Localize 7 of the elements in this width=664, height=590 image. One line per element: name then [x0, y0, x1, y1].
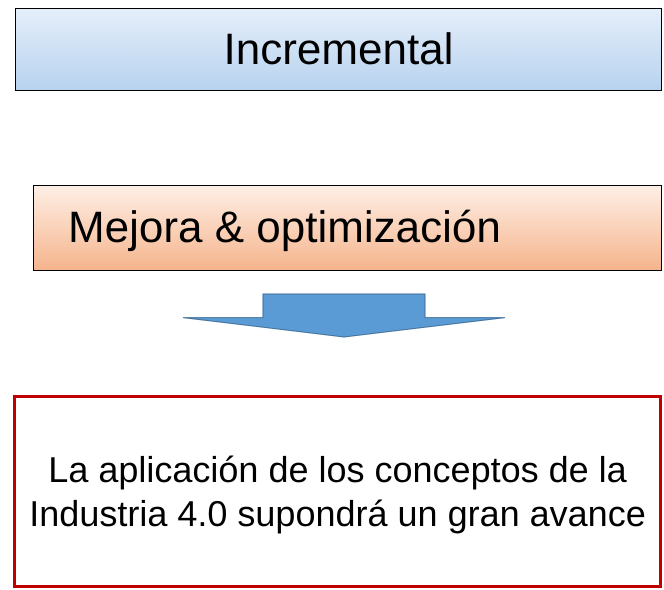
- process-box: [33, 185, 662, 271]
- down-arrow: [182, 294, 506, 338]
- result-box: [13, 395, 662, 588]
- stage-box: [15, 8, 662, 91]
- box-label: Mejora & optimización: [68, 202, 501, 254]
- box-label: La aplicación de los conceptos de la Industria 4.0 supondrá un gran avance: [28, 448, 647, 535]
- box-label: Incremental: [224, 24, 454, 76]
